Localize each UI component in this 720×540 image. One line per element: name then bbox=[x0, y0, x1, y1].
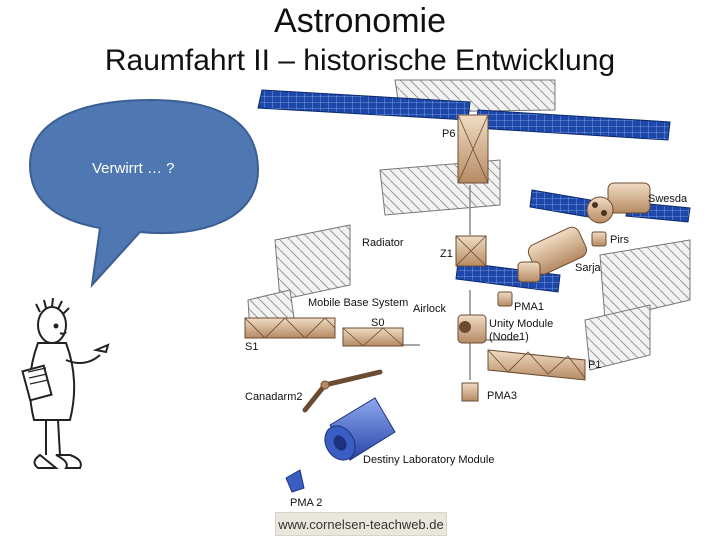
pma2-adapter bbox=[285, 469, 305, 493]
label-sarja: Sarja bbox=[575, 262, 602, 274]
label-swesda: Swesda bbox=[648, 193, 688, 205]
label-p1: P1 bbox=[588, 359, 601, 371]
canadarm2 bbox=[302, 369, 383, 413]
label-airlock: Airlock bbox=[413, 303, 447, 315]
label-radiator: Radiator bbox=[362, 237, 404, 249]
destiny-lab-module bbox=[324, 397, 396, 461]
label-pirs: Pirs bbox=[610, 234, 629, 246]
p1-truss bbox=[487, 349, 586, 381]
pirs-module bbox=[591, 231, 607, 247]
speech-bubble bbox=[28, 98, 260, 289]
label-pma1: PMA1 bbox=[514, 301, 544, 313]
label-s0: S0 bbox=[371, 317, 384, 329]
confused-figure-icon bbox=[21, 297, 110, 469]
unity-node bbox=[457, 314, 487, 344]
label-canadarm2: Canadarm2 bbox=[245, 391, 302, 403]
bubble-text: Verwirrt … ? bbox=[92, 160, 175, 177]
label-unity-module: Unity Module bbox=[489, 318, 553, 330]
source-credit: www.cornelsen-teachweb.de bbox=[275, 512, 447, 536]
swesda-module bbox=[586, 182, 651, 224]
pma3-adapter bbox=[461, 382, 479, 402]
page-title: Astronomie bbox=[274, 2, 446, 40]
airlock-module bbox=[497, 291, 513, 307]
label-z1: Z1 bbox=[440, 248, 453, 260]
page-subtitle: Raumfahrt II – historische Entwicklung bbox=[104, 44, 616, 77]
label-s1: S1 bbox=[245, 341, 258, 353]
label-pma2: PMA 2 bbox=[290, 497, 322, 509]
label-destiny: Destiny Laboratory Module bbox=[363, 454, 494, 466]
label-p6: P6 bbox=[442, 128, 455, 140]
s1-truss bbox=[244, 317, 336, 339]
sarja-module bbox=[517, 226, 588, 283]
label-node1: (Node1) bbox=[489, 331, 529, 343]
label-mobile-base-system: Mobile Base System bbox=[308, 297, 408, 309]
s0-truss bbox=[342, 327, 404, 347]
label-pma3: PMA3 bbox=[487, 390, 517, 402]
